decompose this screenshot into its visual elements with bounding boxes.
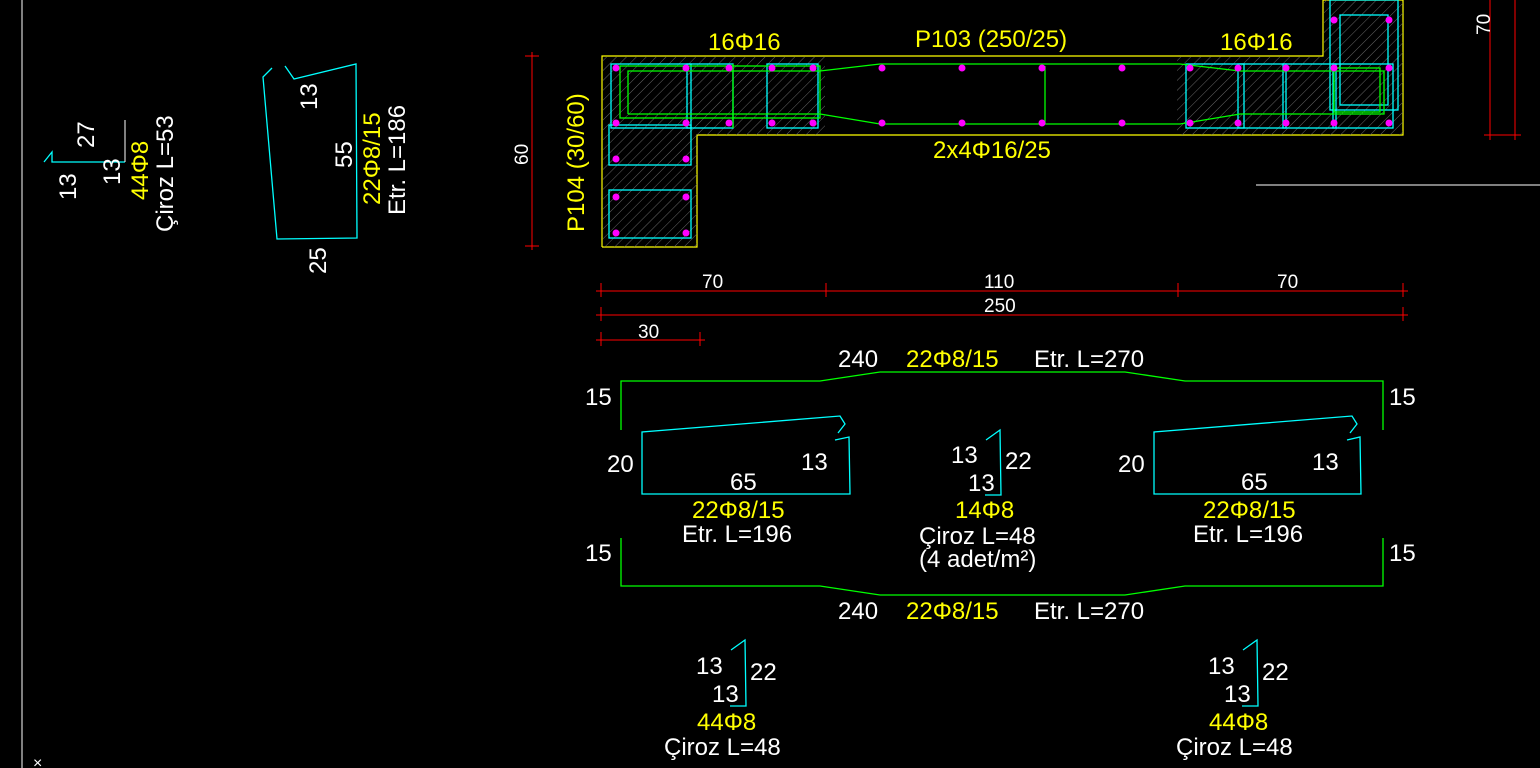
right-bars-label: 16Φ16 [1220, 29, 1293, 56]
dim-col: 30 [638, 322, 659, 343]
bcr-count: 44Φ8 [1209, 709, 1268, 736]
bottom-ciroz-right: 13 22 13 44Φ8 Çiroz L=48 [1176, 638, 1293, 761]
right-box-d65: 65 [1241, 469, 1268, 496]
left-box-etr: Etr. L=196 [682, 521, 792, 548]
right-box-d20: 20 [1118, 451, 1145, 478]
bcl-d13b: 13 [712, 681, 739, 708]
bcr-d13b: 13 [1224, 681, 1251, 708]
ciroz-dim-27: 27 [73, 121, 100, 148]
bcr-length: Çiroz L=48 [1176, 734, 1293, 761]
right-stirrup-box: 20 65 13 22Φ8/15 Etr. L=196 [1118, 415, 1362, 548]
stirrup-count: 22Φ8/15 [359, 112, 386, 205]
column-label: P104 (30/60) [563, 93, 590, 232]
left-box-d20: 20 [607, 451, 634, 478]
bottom-long-count: 22Φ8/15 [906, 598, 999, 625]
dim-seg1: 70 [702, 272, 723, 293]
stirrup-dim-25: 25 [305, 247, 332, 274]
top-long-left-leg: 15 [585, 384, 612, 411]
stirrup-dim-55: 55 [331, 141, 358, 168]
ciroz-length: Çiroz L=53 [152, 115, 179, 232]
dim-seg3: 70 [1277, 272, 1298, 293]
bottom-long-stirrup: 15 15 240 22Φ8/15 Etr. L=270 [585, 538, 1416, 625]
mid-ciroz-d22: 22 [1005, 448, 1032, 475]
left-box-d13: 13 [801, 449, 828, 476]
section-height-dim: 60 [512, 144, 533, 165]
dim-total: 250 [984, 296, 1016, 317]
bcr-d13a: 13 [1208, 653, 1235, 680]
mid-ciroz-count: 14Φ8 [955, 497, 1014, 524]
bottom-long-left-leg: 15 [585, 540, 612, 567]
ciroz-count: 44Φ8 [127, 141, 154, 200]
mid-ciroz-note: (4 adet/m²) [919, 546, 1036, 573]
ucs-icon: × [33, 755, 42, 768]
dimension-lines: 70 110 70 250 30 [596, 272, 1408, 346]
rebar-dots [612, 16, 1393, 237]
stirrup-length: Etr. L=186 [384, 105, 411, 215]
bcr-d22: 22 [1262, 659, 1289, 686]
mid-ciroz-length: Çiroz L=48 [919, 523, 1036, 550]
dim-seg2: 110 [984, 272, 1014, 293]
top-long-stirrup: 240 22Φ8/15 Etr. L=270 15 15 [585, 346, 1416, 430]
ciroz-dim-13b: 13 [99, 158, 126, 185]
bcl-d13a: 13 [696, 653, 723, 680]
mid-ciroz-d13b: 13 [968, 470, 995, 497]
left-box-d65: 65 [730, 469, 757, 496]
mid-ciroz: 13 22 13 14Φ8 Çiroz L=48 (4 adet/m²) [919, 428, 1036, 573]
bottom-long-length: 240 [838, 598, 878, 625]
stirrup-dim-13: 13 [296, 83, 323, 110]
bottom-ciroz-left: 13 22 13 44Φ8 Çiroz L=48 [664, 638, 781, 761]
ciroz-dim-13a: 13 [55, 173, 82, 200]
top-long-length: 240 [838, 346, 878, 373]
bcl-count: 44Φ8 [697, 709, 756, 736]
left-box-count: 22Φ8/15 [692, 497, 785, 524]
bottom-long-right-leg: 15 [1389, 540, 1416, 567]
left-ciroz-detail: 13 27 13 44Φ8 Çiroz L=53 [43, 115, 179, 232]
left-stirrup-box: 20 65 13 22Φ8/15 Etr. L=196 [607, 415, 851, 548]
mid-ciroz-d13a: 13 [951, 442, 978, 469]
cross-section: 60 70 [512, 0, 1540, 250]
right-box-d13: 13 [1312, 449, 1339, 476]
right-box-count: 22Φ8/15 [1203, 497, 1296, 524]
middle-bars-label: 2x4Φ16/25 [933, 137, 1051, 164]
left-stirrup-detail: 13 55 25 22Φ8/15 Etr. L=186 [262, 63, 411, 274]
top-long-right-leg: 15 [1389, 384, 1416, 411]
left-bars-label: 16Φ16 [708, 29, 781, 56]
bcl-length: Çiroz L=48 [664, 734, 781, 761]
top-long-etr: Etr. L=270 [1034, 346, 1144, 373]
top-long-count: 22Φ8/15 [906, 346, 999, 373]
bcl-d22: 22 [750, 659, 777, 686]
section-right-dim: 70 [1474, 14, 1495, 35]
beam-label: P103 (250/25) [915, 26, 1067, 53]
bottom-long-etr: Etr. L=270 [1034, 598, 1144, 625]
right-box-etr: Etr. L=196 [1193, 521, 1303, 548]
